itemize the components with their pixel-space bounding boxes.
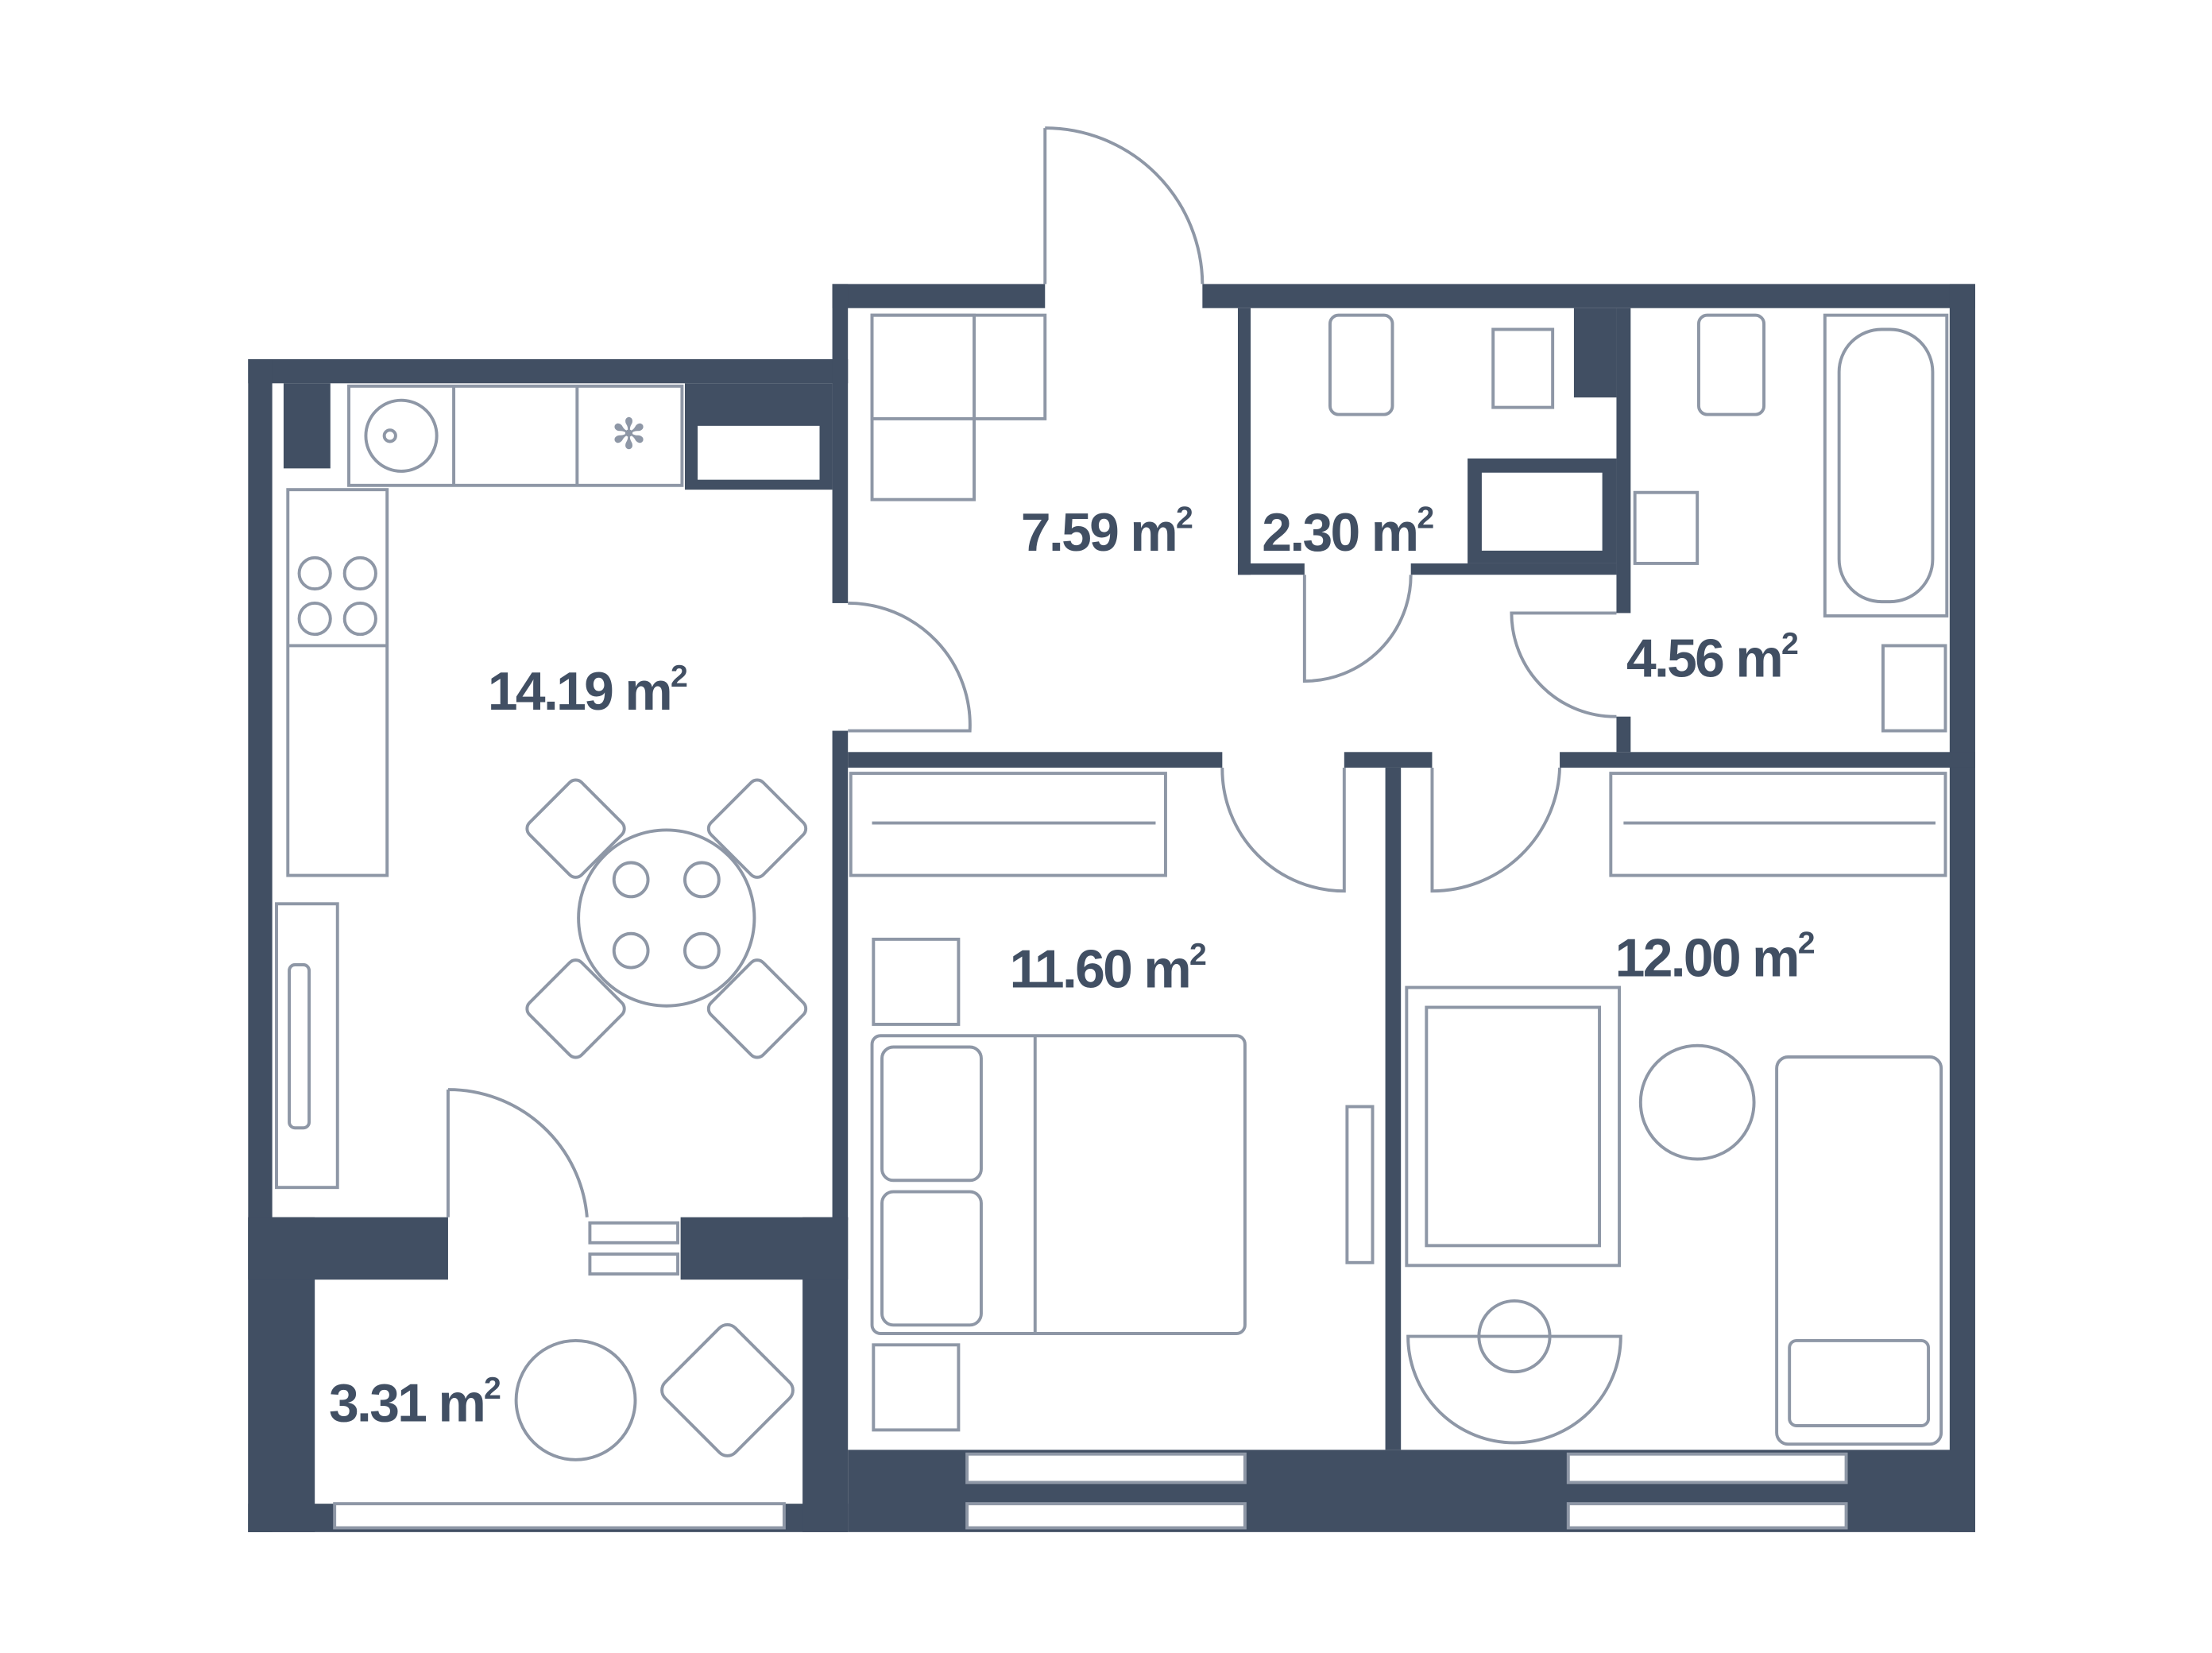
furniture: ✻ (275, 313, 1949, 1461)
room-area-kitchen: 14.19 m2 (488, 659, 687, 722)
room-area-balcony: 3.31 m2 (329, 1371, 501, 1434)
doors (446, 126, 1617, 1217)
room-area-bedroom: 11.60 m2 (1010, 937, 1206, 1000)
windows (333, 1221, 1848, 1530)
room-labels: 7.59 m2 2.30 m2 14.19 m2 4.56 m2 11.60 m… (329, 500, 1816, 1434)
room-area-kids-room: 12.00 m2 (1615, 926, 1815, 989)
walls (248, 284, 1975, 1532)
room-area-hall: 7.59 m2 (1021, 500, 1193, 563)
room-area-bathroom: 4.56 m2 (1626, 626, 1798, 689)
svg-text:✻: ✻ (611, 410, 647, 458)
room-area-wc: 2.30 m2 (1262, 500, 1433, 563)
